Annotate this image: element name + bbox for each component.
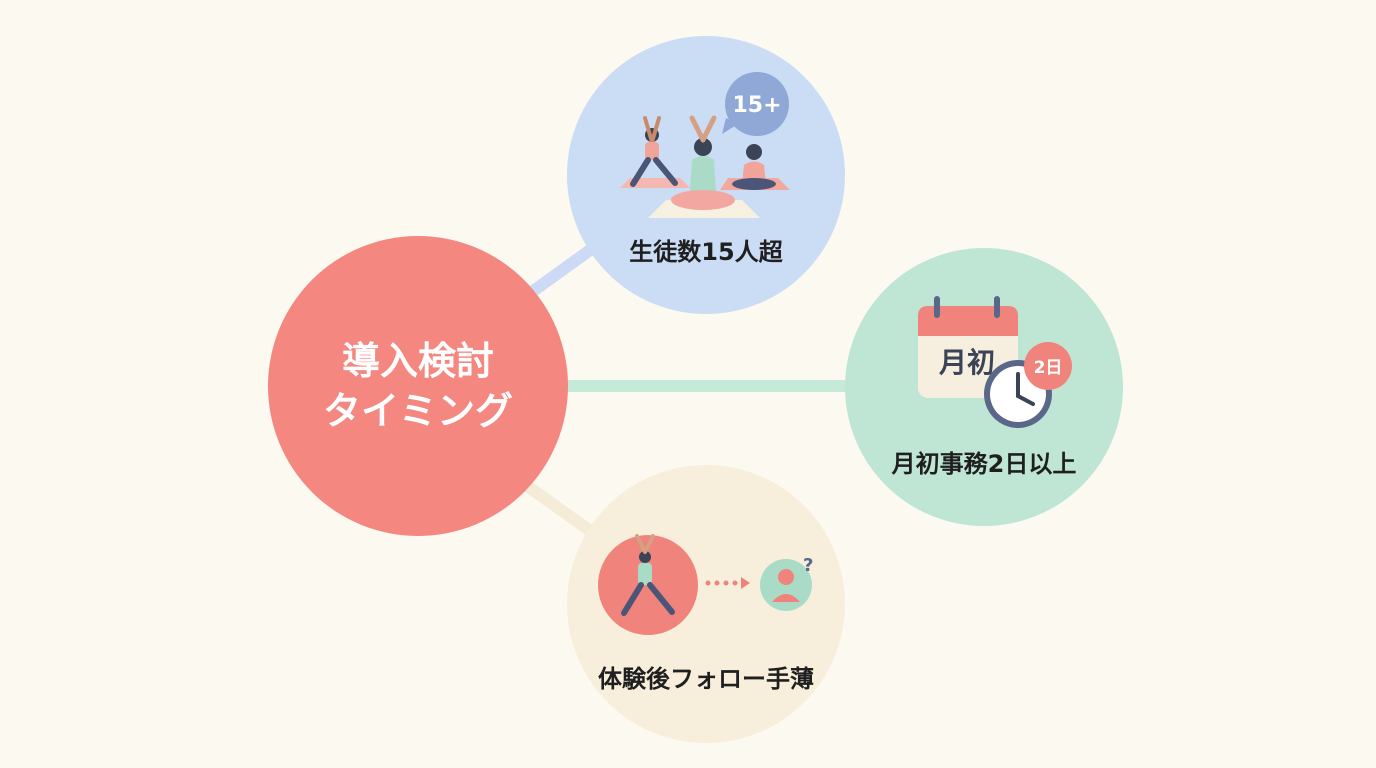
yoga-class-icon bbox=[620, 72, 790, 218]
office-badge-text: 2日 bbox=[1034, 358, 1063, 378]
hub-label-line1: 導入検討 bbox=[341, 339, 494, 383]
yoga-to-person-question-icon: ? bbox=[598, 534, 813, 635]
office-label: 月初事務2日以上 bbox=[891, 450, 1077, 478]
hub-label-line2: タイミング bbox=[322, 389, 513, 433]
students-label: 生徒数15人超 bbox=[629, 238, 783, 266]
followup-label: 体験後フォロー手薄 bbox=[598, 665, 814, 693]
hub-circle bbox=[268, 236, 568, 536]
calendar-text: 月初 bbox=[938, 346, 995, 379]
students-badge-text: 15+ bbox=[732, 93, 781, 118]
hub-label: 導入検討 タイミング bbox=[268, 336, 568, 436]
svg-text:?: ? bbox=[803, 555, 813, 576]
calendar-clock-icon bbox=[918, 296, 1072, 428]
